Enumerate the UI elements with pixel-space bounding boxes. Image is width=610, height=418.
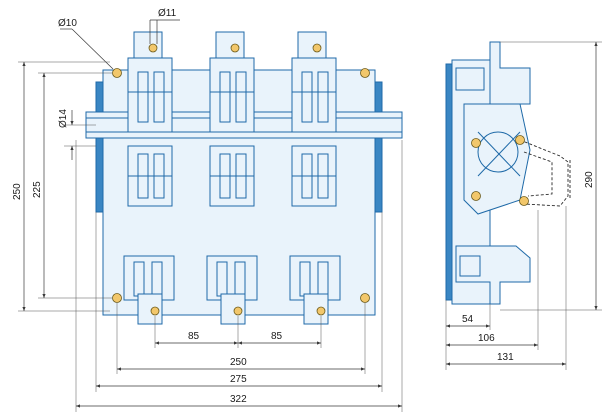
side-hole-upper-left bbox=[471, 138, 481, 148]
side-hole-upper-right bbox=[515, 135, 525, 145]
front-terminal-hole-top-2 bbox=[230, 43, 240, 53]
dim-hole-d11: Ø11 bbox=[158, 8, 177, 19]
front-hole-top-right bbox=[360, 68, 370, 78]
dim-depth-106: 106 bbox=[478, 333, 495, 344]
dim-height-250: 250 bbox=[12, 183, 23, 200]
side-view: 290 54 106 131 bbox=[445, 41, 602, 370]
front-hole-bottom-right bbox=[360, 293, 370, 303]
dim-pitch-85-right: 85 bbox=[271, 331, 283, 342]
front-terminal-hole-top-3 bbox=[312, 43, 322, 53]
side-hole-lower-left bbox=[471, 191, 481, 201]
side-mounting-plate bbox=[445, 63, 453, 301]
dim-hole-d14: Ø14 bbox=[58, 109, 69, 128]
front-hole-bottom-left bbox=[112, 293, 122, 303]
side-hole-lower-right bbox=[519, 196, 529, 206]
front-terminals-bottom bbox=[123, 255, 341, 325]
dim-width-275: 275 bbox=[230, 374, 247, 385]
front-terminal-hole-bottom-3 bbox=[316, 306, 326, 316]
side-handle-dashed bbox=[519, 139, 569, 207]
dim-hole-d10: Ø10 bbox=[58, 18, 77, 29]
dim-height-290: 290 bbox=[584, 171, 595, 188]
front-right-rail bbox=[374, 81, 383, 213]
dim-height-225: 225 bbox=[32, 181, 43, 198]
dim-pitch-85-left: 85 bbox=[188, 331, 200, 342]
dim-width-250: 250 bbox=[230, 357, 247, 368]
front-view: Ø10 Ø11 Ø14 250 225 85 85 250 bbox=[12, 8, 403, 412]
dim-width-322: 322 bbox=[230, 394, 247, 405]
front-hole-top-left bbox=[112, 68, 122, 78]
front-terminals-middle bbox=[127, 145, 337, 207]
dim-depth-54: 54 bbox=[462, 314, 474, 325]
front-terminal-hole-top-1 bbox=[148, 43, 158, 53]
front-left-rail bbox=[95, 81, 104, 213]
front-terminals-top bbox=[127, 31, 337, 133]
dim-depth-131: 131 bbox=[497, 352, 514, 363]
front-terminal-hole-bottom-2 bbox=[233, 306, 243, 316]
front-terminal-hole-bottom-1 bbox=[150, 306, 160, 316]
